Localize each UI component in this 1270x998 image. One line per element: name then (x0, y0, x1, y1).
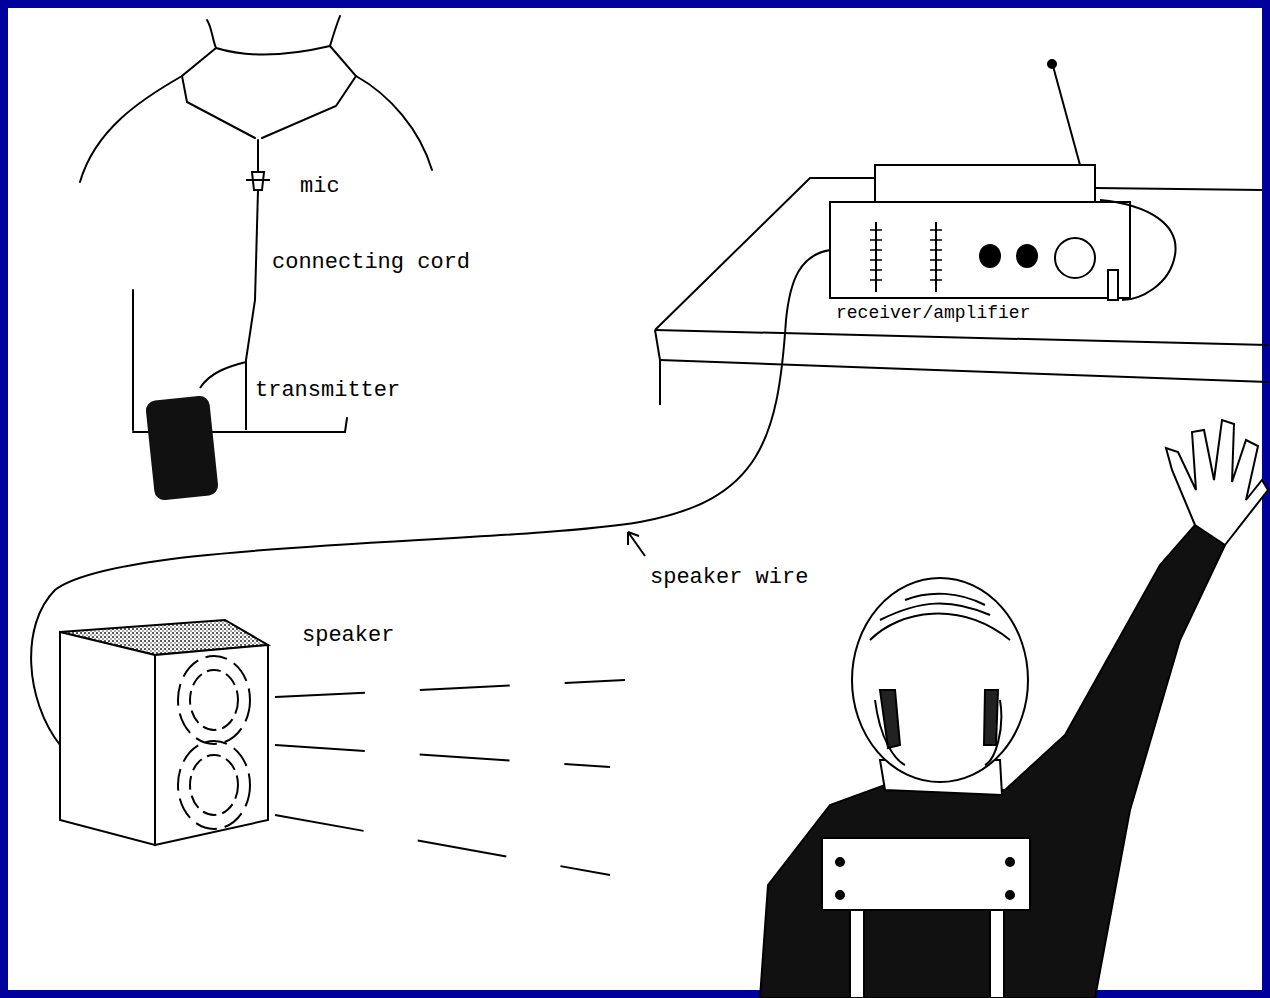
receiver-amplifier (1100, 200, 1176, 300)
student-figure (760, 420, 1268, 998)
part-label: speaker wire (650, 567, 808, 589)
teacher-figure (80, 16, 432, 432)
part-label: transmitter (255, 380, 400, 402)
part-label: receiver/amplifier (836, 304, 1030, 322)
teacher-figure (80, 76, 182, 182)
student-figure (836, 858, 844, 866)
table (655, 330, 660, 405)
connecting-cord (200, 190, 258, 430)
student-figure (880, 690, 900, 748)
sound-lines (275, 815, 610, 875)
receiver-amplifier (870, 230, 942, 280)
teacher-figure (262, 46, 356, 138)
lapel-mic (246, 172, 270, 190)
table (660, 360, 1268, 382)
speaker-cabinet (178, 741, 250, 829)
receiver-amplifier (935, 222, 937, 292)
transmitter-body (145, 395, 219, 501)
teacher-figure (257, 140, 259, 172)
connecting-cord (200, 362, 246, 388)
student-figure (1006, 891, 1014, 899)
transmitter-body (145, 395, 219, 501)
part-label: mic (300, 176, 340, 198)
teacher-figure (216, 46, 330, 55)
student-figure (836, 891, 844, 899)
table (1095, 188, 1262, 190)
speaker-cabinet (60, 620, 268, 845)
receiver-amplifier (1055, 238, 1095, 278)
speaker-cabinet (178, 656, 250, 744)
table (655, 178, 1268, 405)
speaker-cabinet (155, 645, 268, 845)
sound-lines (275, 680, 625, 697)
teacher-figure (182, 48, 255, 138)
speaker-cabinet (190, 670, 238, 730)
lapel-mic (246, 172, 270, 190)
speaker-wire-pointer (628, 532, 645, 556)
receiver-amplifier (980, 245, 1000, 267)
sound-lines (275, 680, 625, 875)
teacher-figure (330, 16, 340, 46)
receiver-amplifier (1017, 245, 1037, 267)
teacher-figure (356, 76, 432, 170)
receiver-amplifier (875, 222, 877, 292)
receiver-amplifier (1053, 66, 1080, 165)
receiver-amplifier (1048, 60, 1056, 68)
student-figure (1166, 420, 1268, 545)
speaker-cabinet (190, 755, 238, 815)
sound-lines (275, 745, 610, 767)
receiver-amplifier (1108, 270, 1118, 300)
student-figure (760, 525, 1225, 998)
student-figure (852, 578, 1028, 782)
part-label: speaker (302, 625, 394, 647)
receiver-amplifier (830, 202, 1130, 298)
teacher-figure (132, 290, 134, 430)
student-figure (870, 594, 1010, 765)
receiver-amplifier (830, 60, 1176, 300)
speaker-cabinet (60, 632, 155, 845)
student-figure (850, 910, 864, 998)
student-figure (1006, 858, 1014, 866)
table (655, 330, 1268, 345)
teacher-figure (207, 20, 216, 48)
student-figure (822, 838, 1030, 910)
student-figure (984, 690, 998, 745)
student-figure (990, 910, 1004, 998)
speaker-wire-pointer (628, 532, 645, 556)
teacher-figure (240, 418, 347, 432)
part-label: connecting cord (272, 252, 470, 274)
